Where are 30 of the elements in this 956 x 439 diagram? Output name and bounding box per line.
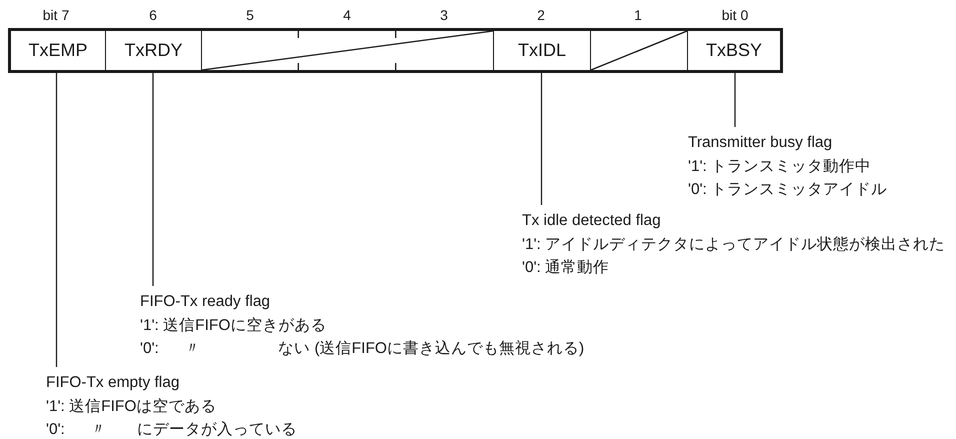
bit-number: bit 7 <box>42 7 70 23</box>
flag-title: Transmitter busy flag <box>688 133 834 153</box>
flag-value-description: '0': 〃 にデータが入っている <box>46 420 297 439</box>
leader-line <box>734 73 736 127</box>
bit-number: 4 <box>343 7 351 23</box>
reserved-cell <box>590 28 687 73</box>
register-cell: TxRDY <box>105 28 201 73</box>
bit-number: 5 <box>246 7 254 23</box>
reserved-cell <box>201 28 493 73</box>
flag-title: Tx idle detected flag <box>522 211 662 231</box>
leader-line <box>56 73 58 367</box>
bit-number: 1 <box>634 7 642 23</box>
bit-number: 3 <box>440 7 448 23</box>
bit-number: 2 <box>537 7 545 23</box>
register-cell: TxIDL <box>493 28 590 73</box>
bit-number: bit 0 <box>722 7 748 23</box>
register-cell: TxEMP <box>8 28 105 73</box>
flag-value-description: '0': 〃 ない (送信FIFOに書き込んでも無視される) <box>140 339 584 359</box>
leader-line <box>540 73 542 205</box>
flag-value-description: '1': 送信FIFOは空である <box>46 396 218 416</box>
flag-value-description: '1': アイドルディテクタによってアイドル状態が検出された <box>522 234 946 254</box>
leader-line <box>152 73 154 286</box>
flag-value-description: '0': トランスミッタアイドル <box>688 180 888 200</box>
flag-title: FIFO-Tx ready flag <box>140 292 272 312</box>
register-cell: TxBSY <box>687 28 783 73</box>
flag-value-description: '1': トランスミッタ動作中 <box>688 156 872 176</box>
flag-title: FIFO-Tx empty flag <box>46 373 180 393</box>
bit-number: 6 <box>149 7 157 23</box>
flag-value-description: '0': 通常動作 <box>522 258 610 278</box>
flag-value-description: '1': 送信FIFOに空きがある <box>140 316 328 336</box>
